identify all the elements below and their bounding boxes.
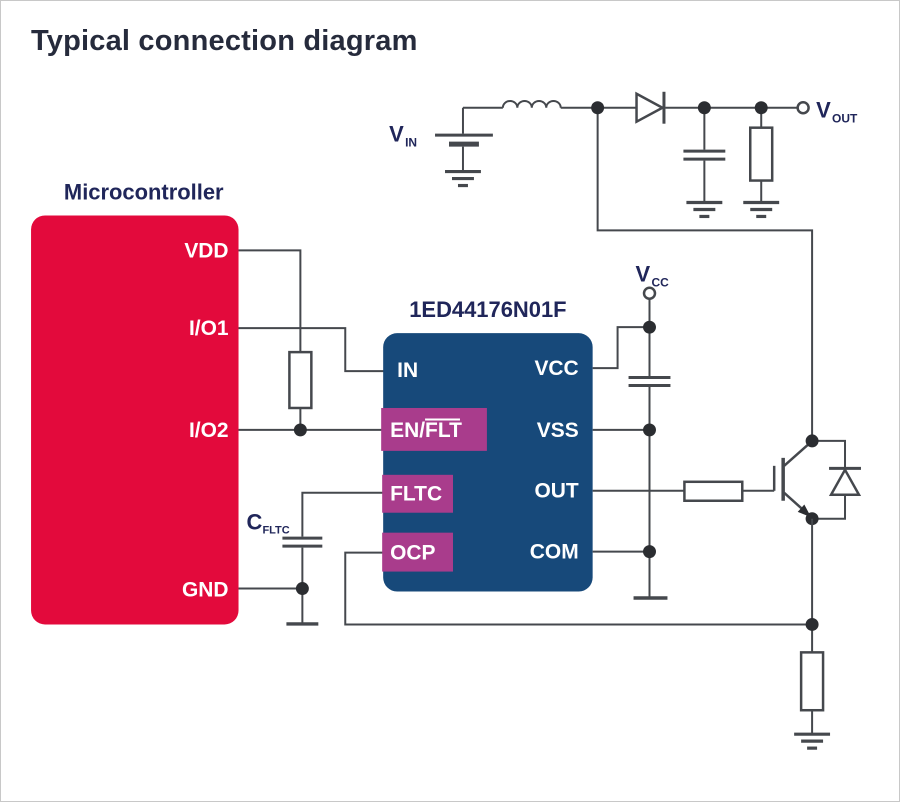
- pin-label-com: COM: [530, 541, 579, 564]
- pin-label-enflt-prefix: EN/: [390, 419, 425, 442]
- resistor-body: [749, 126, 774, 182]
- fltc-net: C FLTC: [247, 491, 385, 626]
- diagram-title: Typical connection diagram: [31, 25, 418, 57]
- pin-label-enflt-flt: FLT: [425, 419, 462, 442]
- junction-dot: [697, 101, 711, 115]
- vcc-decoupling-capacitor: [628, 376, 671, 388]
- resistor-body: [799, 651, 825, 712]
- vin-battery: [435, 107, 493, 171]
- vdd-wire: [238, 249, 302, 353]
- fltc-capacitor: [282, 536, 323, 548]
- diode-anode-triangle: [635, 91, 666, 124]
- cfltc-label-sub: FLTC: [262, 525, 289, 537]
- ground-symbol: [445, 169, 481, 188]
- junction-dot: [754, 101, 768, 115]
- microcontroller-block: Microcontroller VDD I/O1 I/O2 GND: [31, 180, 239, 625]
- igbt-symbol: [772, 440, 812, 518]
- enflt-pin-highlight: [381, 407, 487, 451]
- pin-label-in: IN: [397, 359, 418, 382]
- ground-symbol: [794, 732, 831, 750]
- junction-dot: [295, 582, 309, 596]
- junction-dot: [293, 423, 307, 437]
- junction-dot: [643, 545, 656, 559]
- diode-anode-triangle: [828, 467, 862, 497]
- pin-label-ocp: OCP: [390, 542, 435, 565]
- pin-label-io1: I/O1: [189, 317, 229, 340]
- ocp-net: [344, 551, 813, 626]
- ocp-pin-highlight: [382, 532, 453, 572]
- junction-dot: [805, 434, 819, 448]
- pin-label-out: OUT: [534, 480, 578, 503]
- boost-diode: [635, 91, 666, 124]
- cfltc-label: C: [247, 510, 263, 535]
- vcc-rail: V CC: [592, 261, 671, 600]
- ocp-wire: [344, 551, 813, 626]
- vout-label-sub: OUT: [832, 112, 858, 126]
- switch-node-wire: [596, 107, 814, 441]
- out-net: [592, 480, 775, 502]
- igbt-emitter-lead: [783, 491, 805, 512]
- power-stage: V IN: [389, 91, 858, 441]
- gate-driver-block: 1ED44176N01F IN EN/FLT FLTC OCP VCC VSS …: [381, 297, 593, 592]
- gate-resistor: [683, 480, 744, 502]
- gate-driver-part-number: 1ED44176N01F: [409, 297, 566, 322]
- pin-label-vss: VSS: [537, 419, 579, 442]
- vcc-label: V: [636, 261, 651, 286]
- load-resistor: [749, 107, 774, 202]
- freewheeling-diode: [812, 439, 862, 520]
- vin-label-sub: IN: [405, 136, 417, 150]
- junction-dot: [643, 320, 656, 334]
- vout-label: V: [816, 98, 831, 123]
- pin-label-enflt: EN/FLT: [390, 419, 462, 442]
- vin-label: V: [389, 122, 404, 147]
- fltc-wire: [301, 491, 385, 537]
- vcc-pin-wire: [592, 326, 650, 370]
- ground-symbol: [686, 200, 723, 219]
- wire: [812, 439, 847, 468]
- pin-label-gnd: GND: [182, 579, 229, 602]
- mcu-nets: [238, 249, 385, 590]
- junction-dot: [805, 512, 819, 526]
- igbt-stage: [772, 434, 862, 750]
- vcc-terminal: [642, 286, 657, 301]
- gate-driver-body: [383, 333, 593, 592]
- pin-label-fltc: FLTC: [390, 483, 442, 506]
- vout-terminal: [796, 101, 810, 115]
- pullup-resistor: [288, 350, 313, 410]
- junction-dot: [591, 101, 605, 115]
- igbt-collector-lead: [783, 440, 812, 467]
- microcontroller-label: Microcontroller: [64, 180, 224, 205]
- junction-dot: [643, 423, 656, 437]
- pin-label-vdd: VDD: [184, 239, 228, 262]
- fltc-pin-highlight: [382, 474, 453, 513]
- ground-symbol: [743, 200, 780, 219]
- pin-label-io2: I/O2: [189, 419, 229, 442]
- io1-in-wire: [238, 327, 385, 373]
- microcontroller-body: [31, 215, 239, 625]
- shunt-resistor: [799, 651, 825, 734]
- wire: [812, 494, 847, 520]
- inductor: [501, 100, 562, 108]
- junction-dot: [805, 617, 819, 631]
- vcc-label-sub: CC: [651, 275, 669, 289]
- pin-label-vcc: VCC: [534, 357, 578, 380]
- output-capacitor: [683, 107, 726, 202]
